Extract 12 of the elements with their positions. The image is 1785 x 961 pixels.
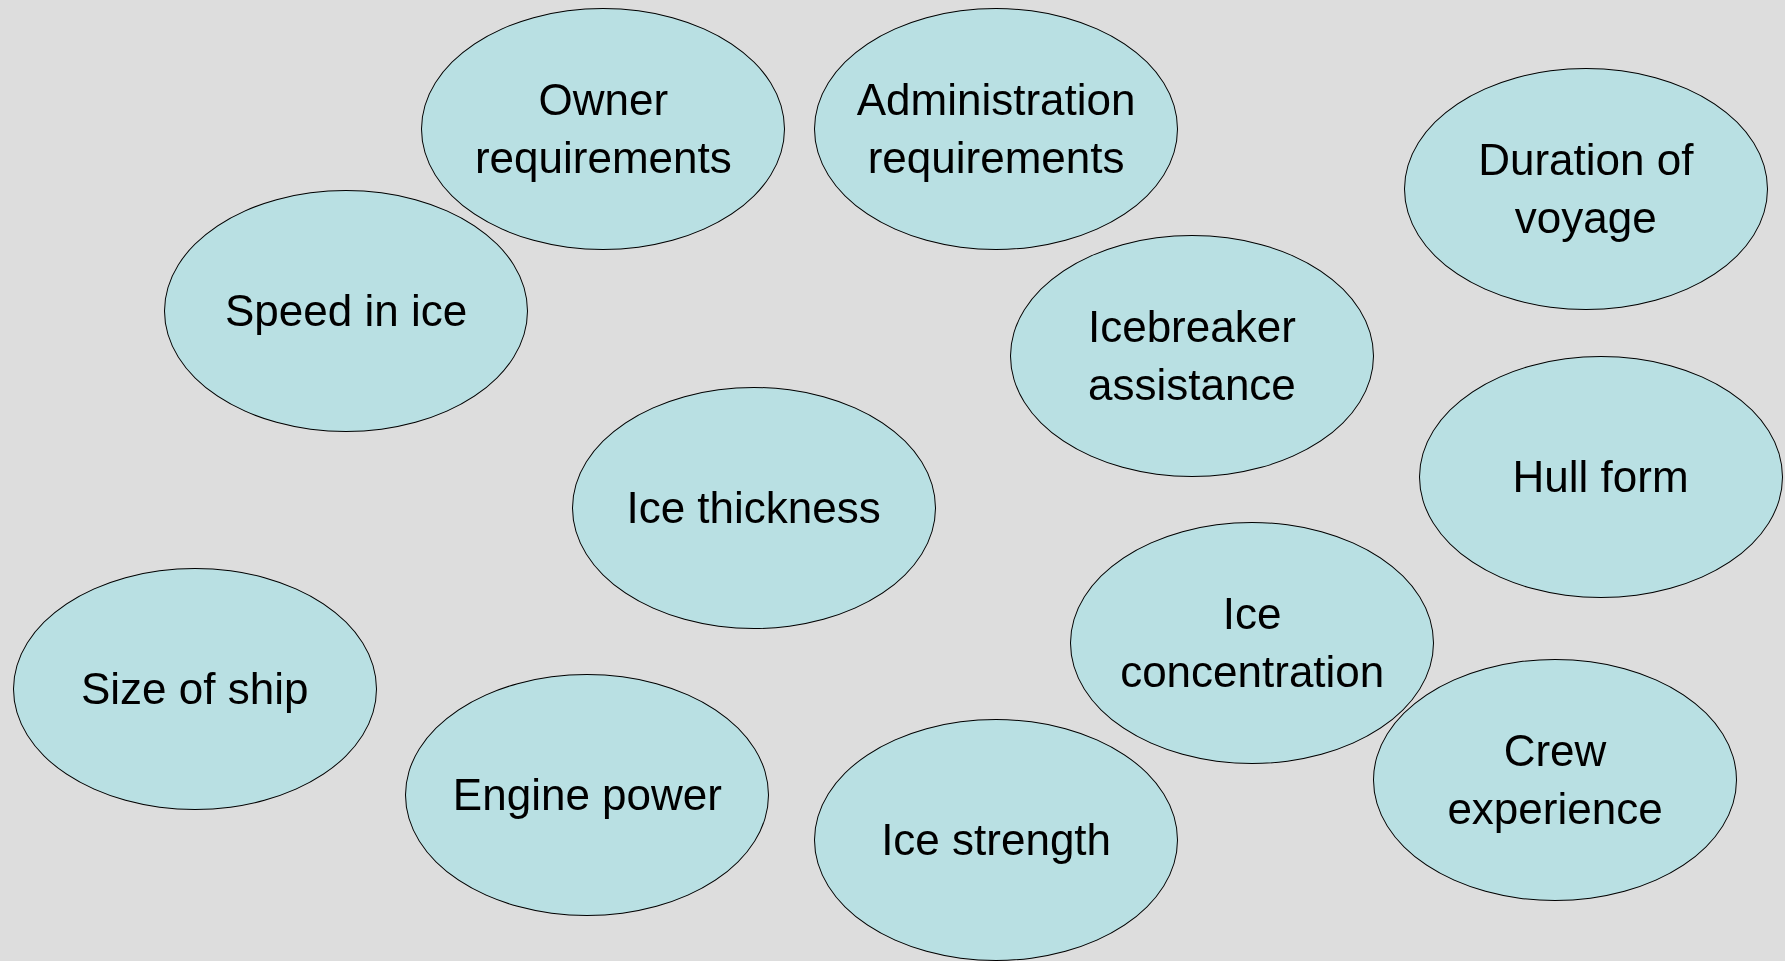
node-label: Speed in ice	[224, 284, 468, 337]
node-label: Administration requirements	[855, 73, 1137, 184]
node-label: Size of ship	[80, 662, 309, 715]
node-label: Hull form	[1512, 451, 1689, 503]
node-label: Crew experience	[1446, 724, 1664, 835]
node-label: Owner requirements	[473, 73, 733, 184]
node-label: Icebreaker assistance	[1086, 301, 1297, 412]
node-label: Engine power	[452, 768, 722, 821]
node-label: Ice strength	[881, 814, 1112, 867]
node-label: Duration of voyage	[1477, 133, 1695, 244]
node-label: Ice concentration	[1119, 588, 1386, 699]
node-label: Ice thickness	[626, 481, 881, 534]
